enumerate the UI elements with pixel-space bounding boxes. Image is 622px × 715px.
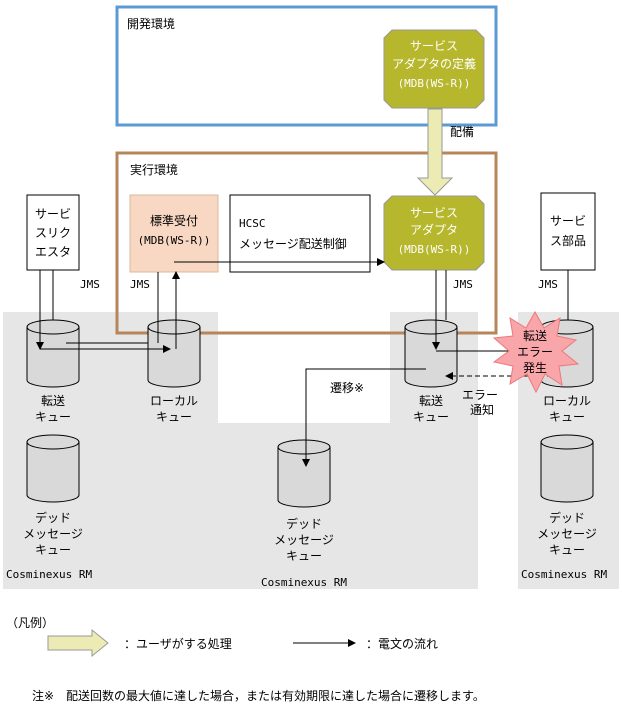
right-local-queue-label1: ローカル <box>543 394 591 408</box>
service-part-line2: ス部品 <box>550 233 586 248</box>
right-dead-queue-label1: デッド <box>549 510 585 525</box>
dev-env-title: 開発環境 <box>127 16 175 31</box>
mid-transfer-queue-label2: キュー <box>413 410 449 424</box>
burst-line3: 発生 <box>523 361 547 375</box>
requester-line3: エスタ <box>35 245 71 259</box>
middle-local-queue <box>147 319 201 388</box>
left-dead-queue-label3: キュー <box>35 543 71 557</box>
requester-line2: スリク <box>35 226 71 240</box>
requester-line1: サービ <box>35 207 71 221</box>
service-def-line3: (MDB(WS-R)) <box>398 77 471 90</box>
hcsc-line1: HCSC <box>239 217 266 230</box>
footnote: 注※ 配送回数の最大値に達した場合，または有効期限に達した場合に遷移します。 <box>32 688 485 703</box>
burst-line2: エラー <box>517 345 553 359</box>
service-part-line1: サービ <box>550 214 586 228</box>
legend-user-process-label: ：ユーザがする処理 <box>124 636 232 651</box>
service-adapter-line3: (MDB(WS-R)) <box>398 243 471 256</box>
right-dead-queue-label3: キュー <box>549 543 585 557</box>
std-receiver-line2: (MDB(WS-R)) <box>138 234 211 247</box>
legend-flow-label: ：電文の流れ <box>366 636 438 651</box>
error-notice-line2: 通知 <box>470 403 494 417</box>
left-dead-queue-label2: メッセージ <box>23 527 83 541</box>
mid-local-queue-label1: ローカル <box>150 394 198 408</box>
std-receiver-line1: 標準受付 <box>150 213 198 228</box>
jms-label-part: JMS <box>538 278 558 291</box>
middle-transfer-queue <box>404 319 458 388</box>
mid-rm-label: Cosminexus RM <box>261 576 347 589</box>
legend-user-process-arrow <box>47 628 109 658</box>
deploy-arrow <box>416 108 454 196</box>
jms-label-requester: JMS <box>80 278 100 291</box>
standard-receiver-node <box>129 194 219 273</box>
transfer-error-burst <box>492 310 580 394</box>
error-notice-line1: エラー <box>462 388 498 402</box>
left-transfer-queue <box>26 319 80 388</box>
mid-dead-queue-label2: メッセージ <box>274 533 334 547</box>
burst-line1: 転送 <box>523 328 547 343</box>
flow-arrows <box>36 258 521 467</box>
mid-dead-queue-label1: デッド <box>286 516 322 531</box>
hcsc-line2: メッセージ配送制御 <box>239 236 347 251</box>
middle-dead-letter-queue <box>277 439 331 508</box>
left-dead-queue-label1: デッド <box>35 510 71 525</box>
mid-dead-queue-label3: キュー <box>286 549 322 563</box>
service-adapter-definition-node <box>383 29 485 109</box>
right-dead-queue-label2: メッセージ <box>537 527 597 541</box>
left-transfer-queue-label1: 転送 <box>41 393 65 408</box>
service-requester-node <box>26 194 80 271</box>
jms-label-adapter: JMS <box>453 278 473 291</box>
dev-env-box <box>115 5 498 127</box>
left-rm-label: Cosminexus RM <box>6 568 92 581</box>
service-def-line1: サービス <box>410 39 458 53</box>
mid-transfer-queue-label1: 転送 <box>419 393 443 408</box>
mid-local-queue-label2: キュー <box>156 410 192 424</box>
deploy-label: 配備 <box>450 124 474 139</box>
exec-env-box <box>115 151 498 335</box>
hcsc-delivery-node <box>229 194 371 273</box>
right-local-queue-label2: キュー <box>549 410 585 424</box>
service-part-node <box>540 192 596 271</box>
left-transfer-queue-label2: キュー <box>35 410 71 424</box>
jms-label-receiver: JMS <box>130 278 150 291</box>
service-adapter-line2: アダプタ <box>410 222 458 237</box>
service-adapter-line1: サービス <box>410 206 458 220</box>
right-rm-label: Cosminexus RM <box>521 568 607 581</box>
legend-title: （凡例） <box>6 616 54 630</box>
service-adapter-node <box>383 195 485 271</box>
right-dead-letter-queue <box>540 434 594 503</box>
left-dead-letter-queue <box>26 434 80 503</box>
service-def-line2: アダプタの定義 <box>392 56 476 71</box>
exec-env-title: 実行環境 <box>130 162 178 177</box>
transition-label: 遷移※ <box>330 381 364 395</box>
